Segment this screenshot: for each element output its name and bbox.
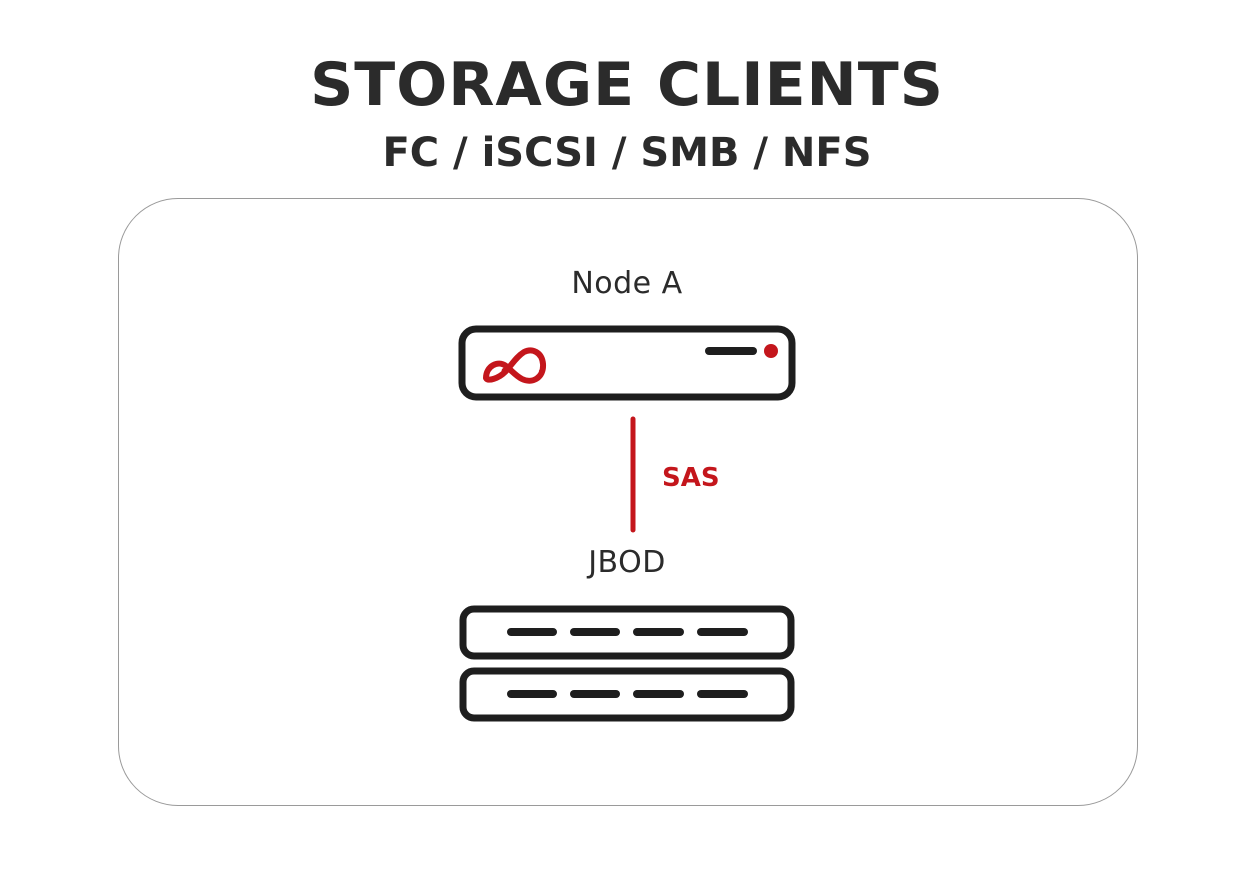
- jbod-label: JBOD: [588, 545, 666, 580]
- node-a-label: Node A: [571, 266, 683, 301]
- server-icon: [458, 325, 796, 401]
- jbod-icon: [459, 605, 795, 722]
- diagram-panel: [118, 198, 1138, 806]
- infinity-logo-icon: [483, 347, 547, 384]
- sas-link-label: SAS: [662, 463, 720, 493]
- diagram-subtitle: FC / iSCSI / SMB / NFS: [382, 130, 872, 176]
- diagram-title: STORAGE CLIENTS: [310, 50, 944, 120]
